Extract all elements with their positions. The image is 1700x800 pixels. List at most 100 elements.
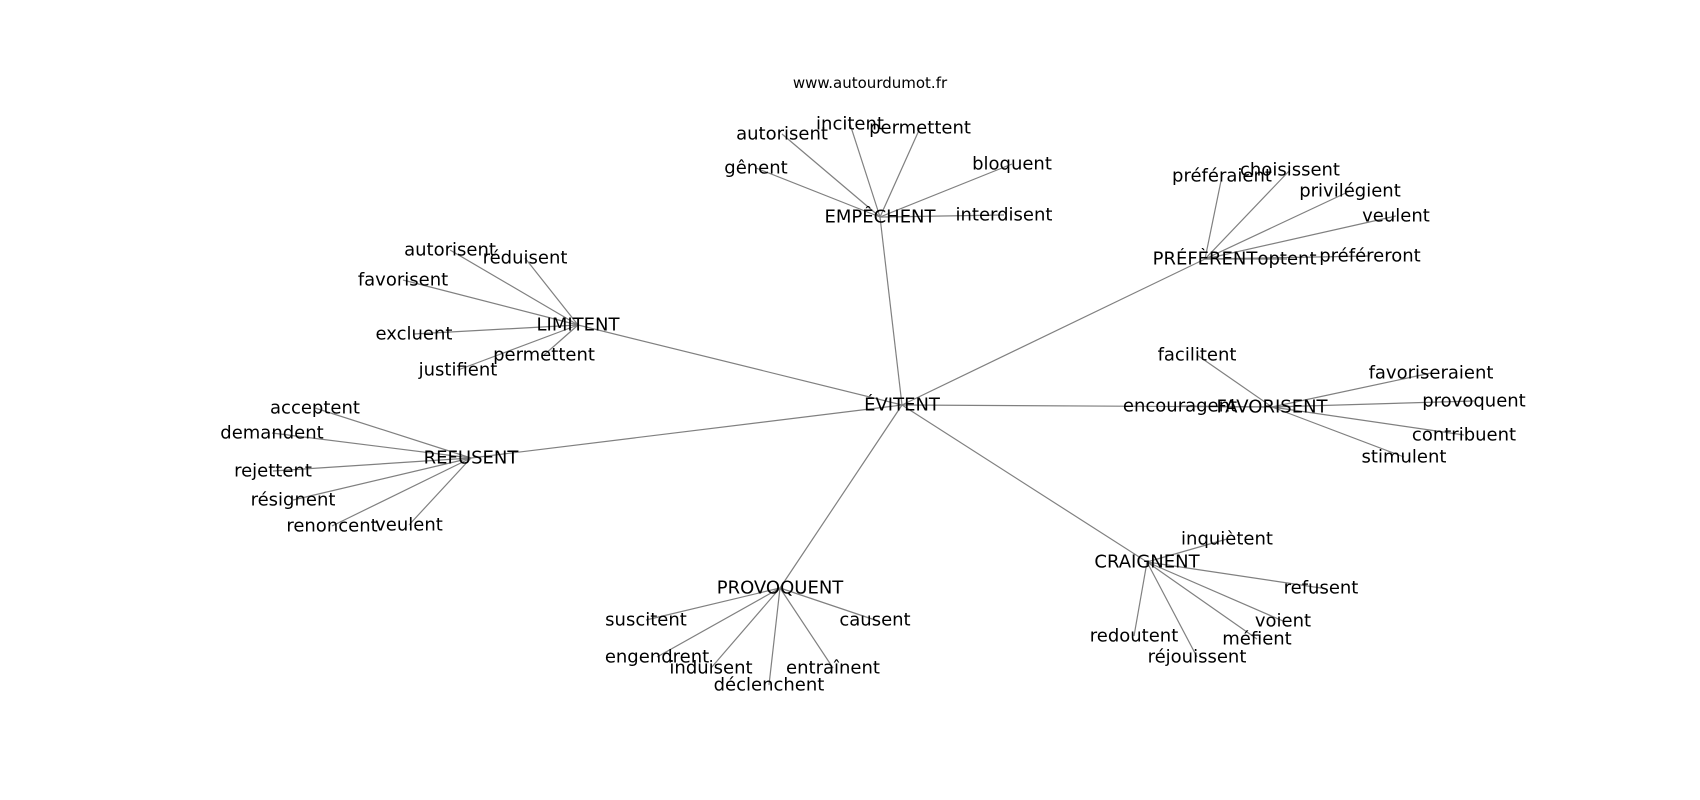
edge-hub-leaf — [1204, 169, 1291, 260]
leaf-node: permettent — [869, 118, 971, 139]
leaf-node: engendrent — [605, 647, 709, 668]
leaf-node: méfient — [1222, 629, 1292, 650]
leaf-node: résignent — [251, 490, 336, 511]
edge-center-hub — [779, 404, 903, 589]
leaf-node: choisissent — [1240, 160, 1340, 181]
leaf-node: réjouissent — [1148, 647, 1247, 668]
edge-center-hub — [901, 258, 1206, 406]
leaf-node: causent — [839, 610, 910, 631]
edge-center-hub — [577, 324, 903, 406]
center-node: ÉVITENT — [864, 394, 941, 416]
edge-hub-leaf — [314, 407, 472, 459]
edge-hub-leaf — [457, 324, 579, 371]
edge-hub-leaf — [879, 163, 1013, 218]
edge-hub-leaf — [1204, 255, 1371, 260]
edge-hub-leaf — [768, 587, 781, 686]
edge-hub-leaf — [1204, 215, 1397, 260]
edge-hub-leaf — [271, 432, 472, 459]
edge-hub-leaf — [524, 257, 579, 326]
edge-hub-leaf — [755, 167, 881, 218]
edge-hub-leaf — [413, 324, 579, 335]
leaf-node: renoncent — [286, 516, 377, 537]
hub-node: EMPÊCHENT — [824, 206, 936, 228]
leaf-node: autorisent — [736, 124, 828, 145]
edge-hub-leaf — [1204, 175, 1223, 260]
edge-hub-leaf — [1179, 405, 1273, 408]
edge-hub-leaf — [292, 457, 472, 501]
leaf-node: demandent — [220, 423, 323, 444]
leaf-node: stimulent — [1362, 447, 1447, 468]
edge-hub-leaf — [402, 279, 579, 326]
edge-hub-leaf — [449, 249, 579, 326]
edge-hub-leaf — [1146, 561, 1198, 658]
edge-hub-leaf — [272, 457, 472, 472]
edge-hub-leaf — [408, 457, 472, 526]
leaf-node: voient — [1255, 611, 1311, 632]
edge-hub-leaf — [1271, 406, 1465, 436]
edge-hub-leaf — [781, 133, 881, 218]
edge-hub-leaf — [849, 123, 881, 218]
edge-hub-leaf — [331, 457, 472, 527]
edge-hub-leaf — [1146, 538, 1228, 563]
edge-center-hub — [901, 404, 1148, 563]
edge-hub-leaf — [779, 587, 876, 621]
leaf-node: gênent — [724, 158, 787, 179]
leaf-node: permettent — [493, 345, 595, 366]
edge-hub-leaf — [1271, 400, 1475, 408]
edge-hub-leaf — [645, 587, 781, 621]
leaf-node: induisent — [669, 658, 752, 679]
hub-node: PRÉFÈRENT — [1153, 248, 1259, 270]
leaf-node: privilégient — [1299, 181, 1401, 202]
edge-center-hub — [879, 216, 903, 406]
leaf-node: inquiètent — [1181, 529, 1273, 550]
leaf-node: acceptent — [270, 398, 360, 419]
leaf-node: veulent — [1362, 206, 1430, 227]
edge-hub-leaf — [1146, 561, 1322, 589]
edge-hub-leaf — [1146, 561, 1258, 640]
leaf-node: incitent — [816, 114, 884, 135]
leaf-node: bloquent — [972, 154, 1052, 175]
leaf-node: préféreront — [1319, 246, 1420, 267]
leaf-node: réduisent — [483, 248, 568, 269]
hub-node: CRAIGNENT — [1094, 552, 1200, 573]
edge-hub-leaf — [1196, 354, 1273, 408]
leaf-node: rejettent — [234, 461, 312, 482]
hub-node: REFUSENT — [424, 448, 520, 469]
edge-hub-leaf — [779, 587, 834, 669]
leaf-node: préféraient — [1172, 166, 1272, 187]
leaf-node: contribuent — [1412, 425, 1516, 446]
leaf-node: autorisent — [404, 240, 496, 261]
edge-hub-leaf — [879, 127, 921, 218]
leaf-node: entraînent — [786, 658, 880, 679]
leaf-node: excluent — [376, 324, 453, 345]
leaf-node: favoriseraient — [1369, 363, 1494, 384]
hub-node: LIMITENT — [536, 315, 620, 336]
edge-hub-leaf — [1146, 561, 1284, 622]
leaf-node: refusent — [1284, 578, 1359, 599]
leaf-node: justifient — [418, 360, 498, 381]
hub-node: FAVORISENT — [1216, 397, 1328, 418]
edge-hub-leaf — [1271, 372, 1432, 408]
graph-edges — [271, 123, 1475, 686]
leaf-node: déclenchent — [714, 675, 825, 696]
edge-hub-leaf — [1204, 190, 1351, 260]
edge-hub-leaf — [1133, 561, 1148, 637]
leaf-node: redoutent — [1090, 626, 1179, 647]
leaf-node: facilitent — [1158, 345, 1237, 366]
edge-hub-leaf — [879, 214, 1005, 218]
edge-hub-leaf — [543, 324, 579, 356]
hub-node: PROVOQUENT — [717, 578, 845, 599]
edge-hub-leaf — [656, 587, 781, 658]
leaf-node: optent — [1257, 249, 1316, 270]
leaf-node: veulent — [375, 515, 443, 536]
leaf-node: suscitent — [605, 610, 687, 631]
leaf-node: provoquent — [1422, 391, 1525, 412]
edge-center-hub — [470, 404, 903, 459]
leaf-node: encouragent — [1123, 396, 1237, 417]
leaf-node: favorisent — [358, 270, 448, 291]
site-caption: www.autourdumot.fr — [793, 74, 948, 92]
edge-hub-leaf — [1271, 406, 1405, 458]
graph-labels: ÉVITENTEMPÊCHENTincitentpermettentautori… — [220, 114, 1525, 696]
leaf-node: interdisent — [956, 205, 1053, 226]
